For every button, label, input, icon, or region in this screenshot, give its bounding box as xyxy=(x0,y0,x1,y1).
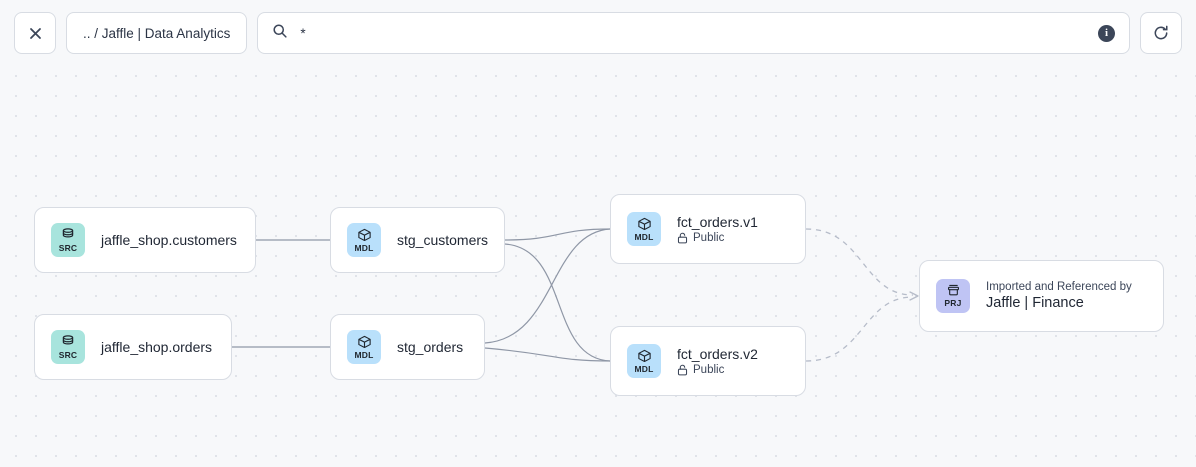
cube-icon xyxy=(637,349,652,364)
node-title: stg_customers xyxy=(397,232,489,248)
node-title: fct_orders.v1 xyxy=(677,214,758,230)
edge-stg-customers-to-fct-v2 xyxy=(504,243,611,362)
edge-fct-v2-to-project xyxy=(805,296,914,362)
badge-mdl: MDL xyxy=(347,330,381,364)
visibility-label: Public xyxy=(693,232,725,244)
node-stg-orders[interactable]: MDL stg_orders xyxy=(330,314,485,380)
visibility-label: Public xyxy=(693,364,725,376)
edge-arrowhead-project xyxy=(909,291,919,301)
node-title: jaffle_shop.customers xyxy=(101,232,237,248)
badge-mdl: MDL xyxy=(627,212,661,246)
node-src-orders[interactable]: SRC jaffle_shop.orders xyxy=(34,314,232,380)
badge-mdl: MDL xyxy=(347,223,381,257)
unlock-icon xyxy=(677,232,688,244)
badge-label: MDL xyxy=(634,363,654,374)
node-fct-orders-v1[interactable]: MDL fct_orders.v1 Public xyxy=(610,194,806,264)
search-input[interactable] xyxy=(300,13,1086,53)
graph-canvas[interactable]: SRC jaffle_shop.customers SRC jaffle_sh xyxy=(0,66,1196,467)
refresh-button[interactable] xyxy=(1140,12,1182,54)
node-text: stg_orders xyxy=(397,339,463,355)
node-text: Imported and Referenced by Jaffle | Fina… xyxy=(986,281,1132,311)
node-text: jaffle_shop.customers xyxy=(101,232,237,248)
node-title: stg_orders xyxy=(397,339,464,355)
close-icon xyxy=(28,26,43,41)
info-icon[interactable]: i xyxy=(1098,24,1115,42)
node-src-customers[interactable]: SRC jaffle_shop.customers xyxy=(34,207,256,273)
search-bar[interactable]: i xyxy=(257,12,1130,54)
badge-label: MDL xyxy=(354,242,374,253)
edge-fct-v1-to-project xyxy=(805,228,914,296)
close-button[interactable] xyxy=(14,12,56,54)
node-project-jaffle-finance[interactable]: PRJ Imported and Referenced by Jaffle | … xyxy=(919,260,1164,332)
node-title: jaffle_shop.orders xyxy=(101,339,213,355)
cube-icon xyxy=(637,217,652,232)
node-visibility: Public xyxy=(677,232,758,244)
badge-label: SRC xyxy=(58,242,78,253)
badge-src: SRC xyxy=(51,330,85,364)
node-fct-orders-v2[interactable]: MDL fct_orders.v2 Public xyxy=(610,326,806,396)
search-icon xyxy=(272,23,288,44)
badge-prj: PRJ xyxy=(936,279,970,313)
database-icon xyxy=(61,334,75,350)
badge-label: MDL xyxy=(634,231,654,242)
project-overline: Imported and Referenced by xyxy=(986,281,1132,293)
badge-src: SRC xyxy=(51,223,85,257)
refresh-icon xyxy=(1152,24,1170,42)
node-text: jaffle_shop.orders xyxy=(101,339,212,355)
badge-label: MDL xyxy=(354,349,374,360)
node-visibility: Public xyxy=(677,364,758,376)
breadcrumb[interactable]: .. / Jaffle | Data Analytics xyxy=(66,12,248,54)
badge-label: PRJ xyxy=(944,298,962,308)
cube-icon xyxy=(357,228,372,243)
node-title: fct_orders.v2 xyxy=(677,346,758,362)
node-stg-customers[interactable]: MDL stg_customers xyxy=(330,207,505,273)
node-text: fct_orders.v2 Public xyxy=(677,346,758,376)
badge-label: SRC xyxy=(58,349,78,360)
archive-box-icon xyxy=(946,284,961,298)
unlock-icon xyxy=(677,364,688,376)
node-text: stg_customers xyxy=(397,232,488,248)
edge-stg-customers-to-fct-v1 xyxy=(504,228,611,241)
project-name: Jaffle | Finance xyxy=(986,295,1084,311)
database-icon xyxy=(61,227,75,243)
badge-mdl: MDL xyxy=(627,344,661,378)
toolbar: .. / Jaffle | Data Analytics i xyxy=(0,0,1196,66)
edge-stg-orders-to-fct-v2 xyxy=(484,347,611,362)
node-text: fct_orders.v1 Public xyxy=(677,214,758,244)
cube-icon xyxy=(357,335,372,350)
